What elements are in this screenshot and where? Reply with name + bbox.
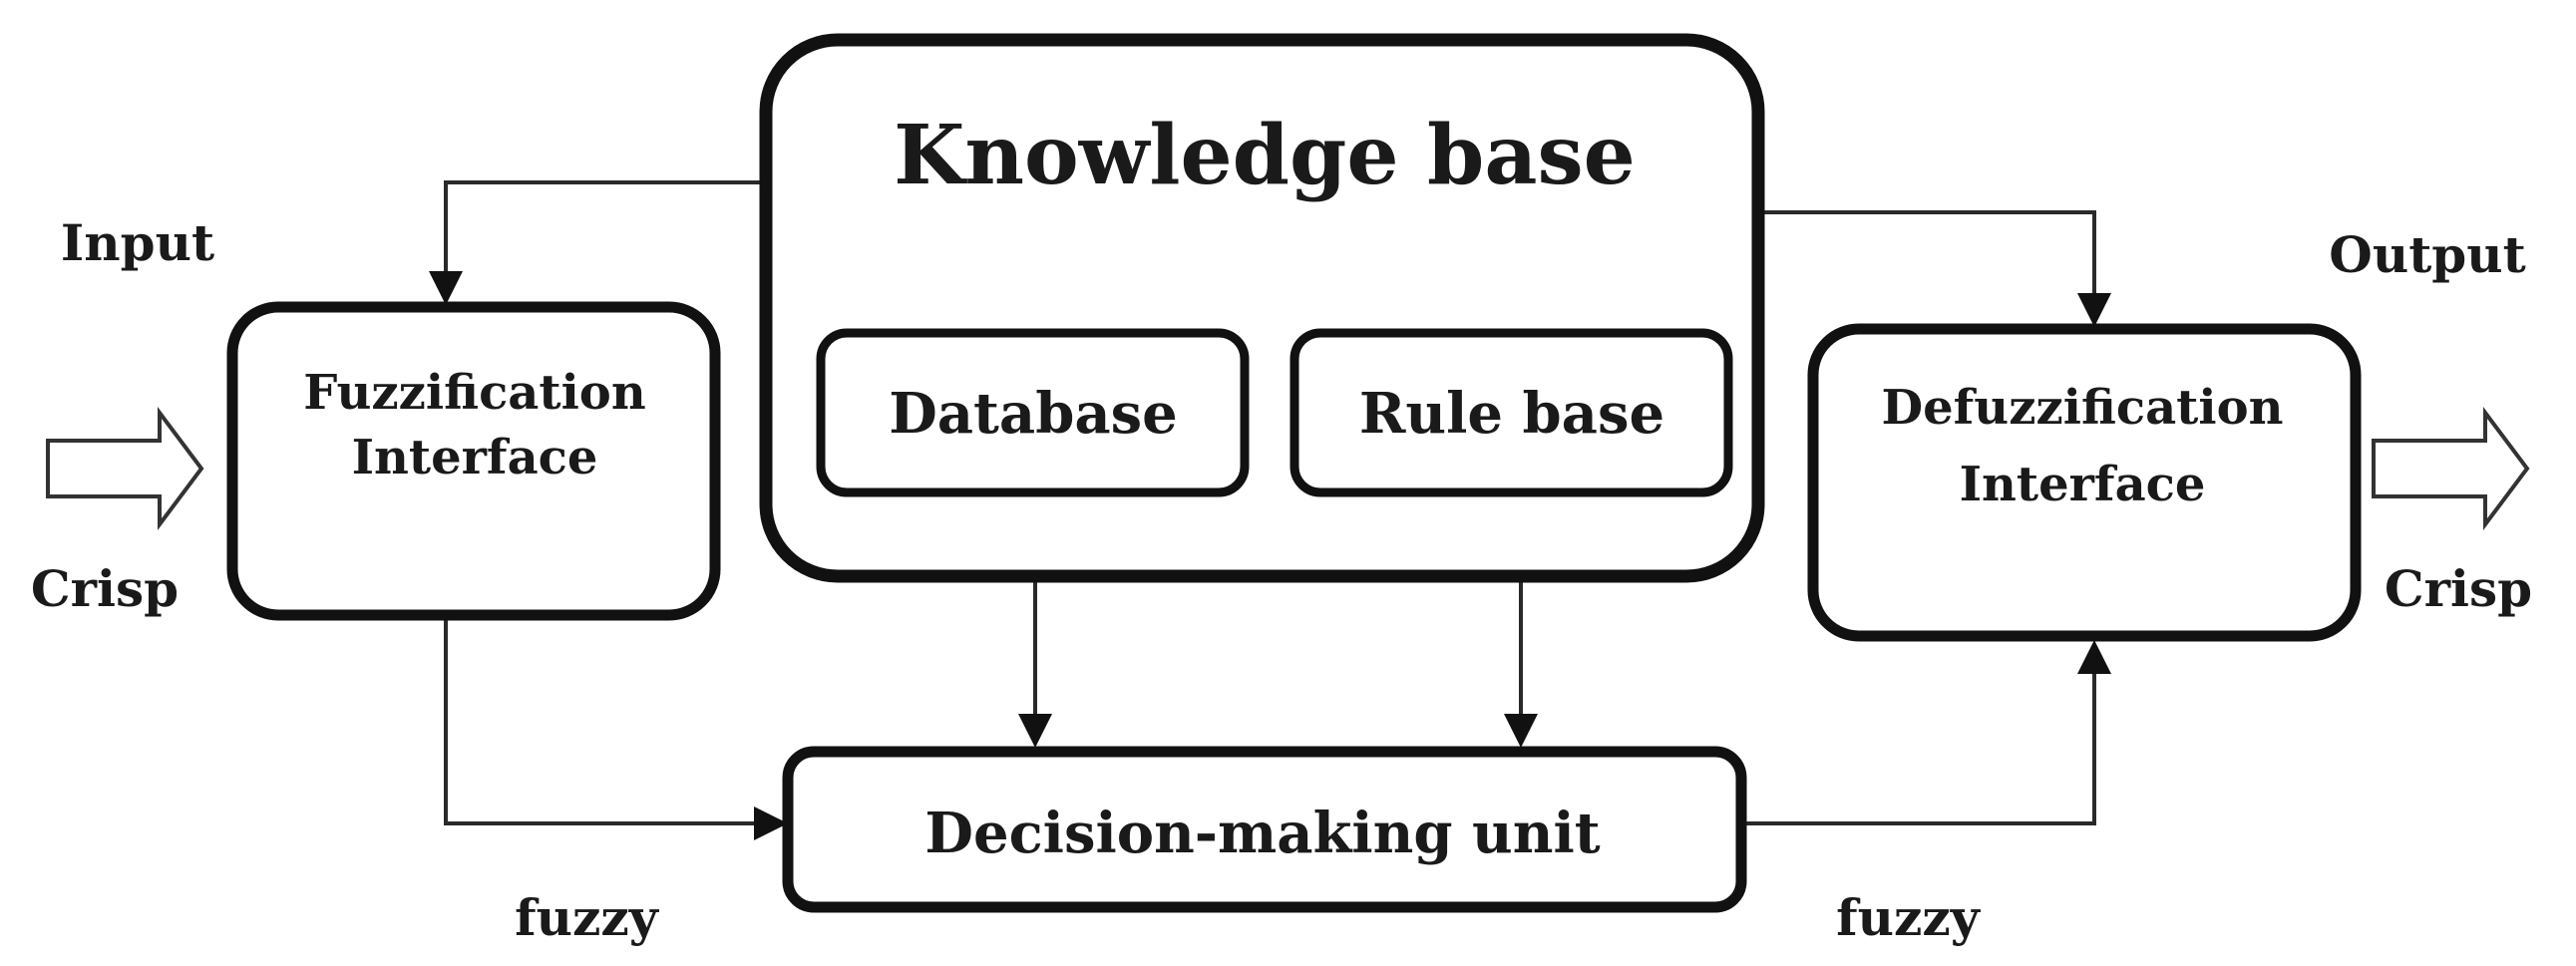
fuzzification-label-line1: Fuzzification [303, 365, 645, 421]
kb-to-fuzzification-arrowhead [429, 271, 463, 305]
database-to-decision-arrowhead [1018, 714, 1052, 748]
input-crisp-arrow [46, 407, 204, 530]
fuzzy-right-label: fuzzy [1836, 888, 1982, 947]
decision-to-defuzzification-arrowhead [2077, 640, 2111, 674]
output-label: Output [2329, 225, 2525, 284]
kb-to-defuzzification-connector [1758, 210, 2096, 309]
fuzzification-to-decision-connector [444, 615, 770, 825]
database-box [816, 328, 1250, 497]
defuzzification-label-line1: Defuzzification [1881, 380, 2283, 436]
decision-making-unit-label: Decision-making unit [924, 801, 1600, 866]
database-label: Database [889, 381, 1178, 447]
input-label: Input [61, 213, 214, 272]
knowledge-base-title: Knowledge base [894, 108, 1636, 203]
fuzzification-to-decision-arrowhead [754, 806, 788, 840]
defuzzification-label-line2: Interface [1960, 457, 2206, 512]
output-crisp-label: Crisp [2385, 559, 2532, 618]
fuzzification-label-line2: Interface [352, 430, 598, 485]
rule-base-label: Rule base [1359, 381, 1664, 447]
decision-to-defuzzification-connector [1741, 658, 2096, 825]
kb-to-fuzzification-connector [444, 180, 766, 287]
rule-base-box [1289, 328, 1733, 497]
rulebase-to-decision-arrowhead [1504, 714, 1538, 748]
output-crisp-arrow [2372, 407, 2530, 530]
defuzzification-interface-box [1807, 323, 2362, 642]
kb-to-defuzzification-arrowhead [2077, 293, 2111, 327]
input-crisp-label: Crisp [31, 559, 179, 618]
fuzzy-left-label: fuzzy [515, 888, 660, 947]
decision-making-unit-box [782, 746, 1747, 913]
fuzzification-interface-box [226, 301, 721, 621]
